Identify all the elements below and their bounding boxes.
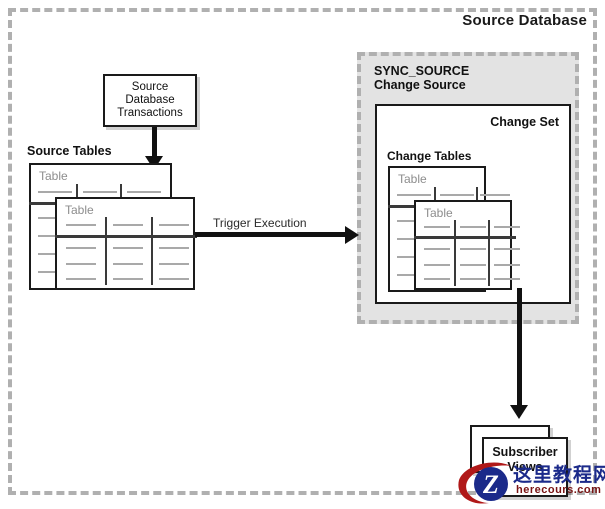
sync-source-line1: SYNC_SOURCE: [374, 64, 470, 78]
row-line: [424, 278, 450, 280]
row-line: [113, 247, 143, 249]
source-tables-label: Source Tables: [27, 144, 112, 158]
source-table-front: Table: [55, 197, 197, 290]
source-database-title: Source Database: [462, 12, 587, 29]
column-separator: [476, 187, 478, 203]
row-line: [424, 226, 450, 228]
sync-source-title: SYNC_SOURCE Change Source: [374, 64, 469, 92]
row-line: [127, 191, 161, 193]
row-line: [494, 226, 520, 228]
trigger-execution-arrow-head-icon: [345, 226, 359, 244]
row-line: [66, 263, 96, 265]
column-separator: [105, 217, 107, 285]
subscriber-views-line1: Subscriber: [492, 445, 558, 459]
trigger-execution-label: Trigger Execution: [213, 216, 307, 230]
row-line: [38, 217, 64, 219]
transactions-line2: Database: [125, 94, 175, 106]
source-database-transactions-box: Source Database Transactions: [103, 74, 197, 127]
header-rule: [414, 236, 516, 239]
row-line: [66, 247, 96, 249]
watermark-logo-icon: Z: [458, 462, 511, 504]
change-table-back-name: Table: [398, 172, 427, 186]
row-line: [66, 278, 96, 280]
column-separator: [454, 220, 456, 286]
header-rule: [55, 235, 197, 238]
row-line: [113, 278, 143, 280]
row-line: [159, 224, 189, 226]
transactions-text: Source Database Transactions: [117, 81, 182, 120]
header-rule: [388, 205, 434, 208]
row-line: [494, 264, 520, 266]
row-line: [38, 235, 64, 237]
row-line: [38, 271, 64, 273]
row-line: [440, 194, 474, 196]
watermark-chinese-text: 这里教程网: [513, 465, 605, 486]
watermark: Z 这里教程网 herecours.com: [455, 458, 605, 509]
row-line: [83, 191, 117, 193]
row-line: [424, 264, 450, 266]
sync-source-line2: Change Source: [374, 78, 466, 92]
source-table-front-name: Table: [65, 203, 94, 217]
row-line: [460, 264, 486, 266]
source-table-back-name: Table: [39, 169, 68, 183]
row-line: [397, 238, 423, 240]
row-line: [460, 248, 486, 250]
change-table-front-name: Table: [424, 206, 453, 220]
subscriber-views-text: Subscriber Views: [484, 445, 566, 475]
transactions-line3: Transactions: [117, 107, 183, 119]
column-separator: [488, 220, 490, 286]
column-separator: [151, 217, 153, 285]
row-line: [397, 256, 423, 258]
row-line: [397, 194, 431, 196]
trigger-execution-arrow-shaft: [195, 232, 348, 237]
row-line: [494, 278, 520, 280]
subscriber-arrow-shaft: [517, 288, 522, 408]
row-line: [66, 224, 96, 226]
row-line: [113, 224, 143, 226]
row-line: [397, 274, 423, 276]
row-line: [397, 220, 423, 222]
change-table-front: Table: [414, 200, 520, 290]
change-tables-label: Change Tables: [387, 149, 472, 163]
change-table-back-rows: [388, 168, 510, 290]
row-line: [159, 247, 189, 249]
row-line: [113, 263, 143, 265]
row-line: [159, 263, 189, 265]
header-rule: [29, 202, 75, 205]
change-table-front-rows: [414, 202, 520, 288]
row-line: [38, 191, 72, 193]
transactions-arrow-shaft: [152, 127, 157, 159]
subscriber-views-line2: Views: [507, 460, 543, 474]
source-table-front-rows: [55, 199, 197, 288]
transactions-line1: Source: [131, 81, 169, 93]
subscriber-arrow-head-icon: [510, 405, 528, 419]
column-separator: [120, 184, 122, 200]
row-line: [424, 248, 450, 250]
column-separator: [434, 187, 436, 203]
row-line: [494, 248, 520, 250]
row-line: [460, 278, 486, 280]
row-line: [159, 278, 189, 280]
source-table-back-rows: [29, 165, 170, 288]
column-separator: [76, 184, 78, 200]
watermark-site-text: herecours.com: [516, 484, 602, 496]
row-line: [460, 226, 486, 228]
row-line: [480, 194, 510, 196]
svg-text:Z: Z: [482, 470, 499, 499]
row-line: [38, 253, 64, 255]
change-set-label: Change Set: [490, 115, 559, 129]
